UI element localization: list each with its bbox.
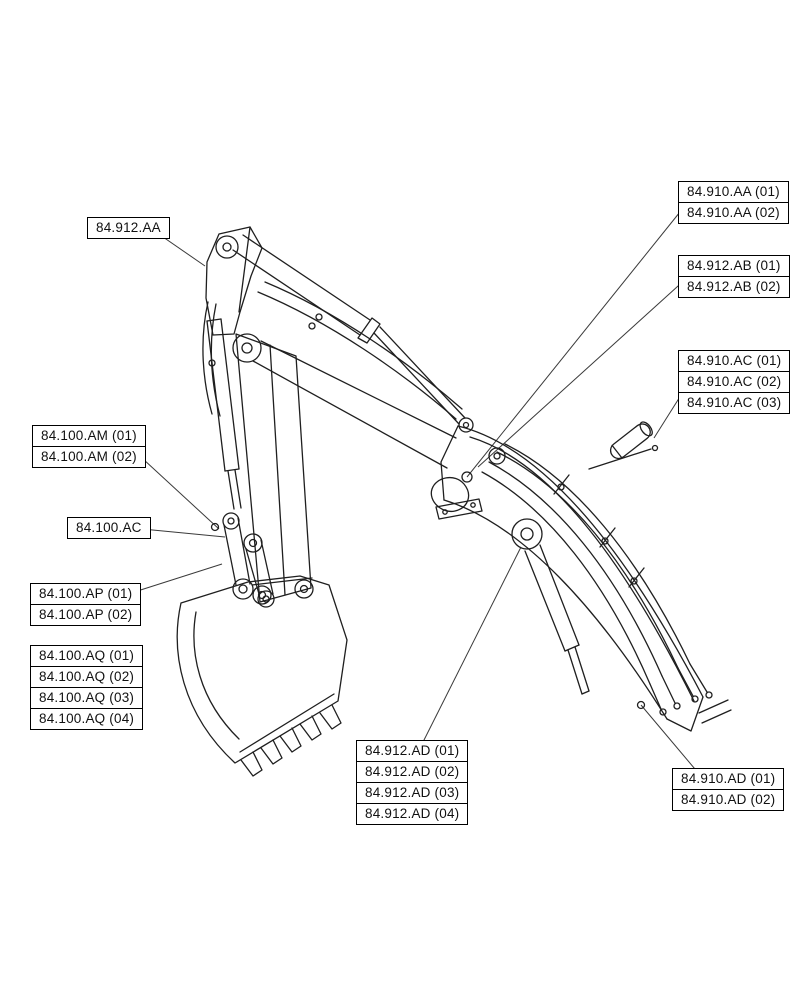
dipper-cylinder <box>232 234 474 433</box>
callout-84-100-AP-01[interactable]: 84.100.AP (01) <box>30 583 142 605</box>
callout-84-912-AB-02[interactable]: 84.912.AB (02) <box>678 276 790 298</box>
callout-84-100-AM-01[interactable]: 84.100.AM (01) <box>32 425 146 447</box>
callout-84-100-AQ-04[interactable]: 84.100.AQ (04) <box>30 708 144 730</box>
callout-group-84-100-AC: 84.100.AC <box>67 517 151 539</box>
leader-84-100-AP <box>127 563 223 595</box>
bucket-linkage <box>210 512 275 608</box>
callout-84-912-AD-03[interactable]: 84.912.AD (03) <box>356 782 469 804</box>
leader-lines <box>127 201 701 776</box>
callout-84-100-AC[interactable]: 84.100.AC <box>67 517 151 539</box>
callout-84-912-AB-01[interactable]: 84.912.AB (01) <box>678 255 790 277</box>
pin <box>588 421 659 470</box>
callout-84-912-AA[interactable]: 84.912.AA <box>87 217 170 239</box>
arm-cylinder <box>511 518 590 695</box>
callout-group-84-912-AB: 84.912.AB (01) 84.912.AB (02) <box>678 255 790 298</box>
callout-84-100-AM-02[interactable]: 84.100.AM (02) <box>32 446 146 468</box>
leader-84-910-AD <box>640 704 701 776</box>
callout-84-910-AA-02[interactable]: 84.910.AA (02) <box>678 202 789 224</box>
callout-group-84-910-AA: 84.910.AA (01) 84.910.AA (02) <box>678 181 789 224</box>
excavator-drawing <box>176 226 732 777</box>
callout-group-84-910-AC: 84.910.AC (01) 84.910.AC (02) 84.910.AC … <box>678 350 791 414</box>
callout-84-912-AD-04[interactable]: 84.912.AD (04) <box>356 803 469 825</box>
callout-84-100-AQ-02[interactable]: 84.100.AQ (02) <box>30 666 144 688</box>
callout-84-912-AD-01[interactable]: 84.912.AD (01) <box>356 740 469 762</box>
boom <box>440 425 704 732</box>
callout-group-84-100-AM: 84.100.AM (01) 84.100.AM (02) <box>32 425 146 468</box>
callout-group-84-912-AD: 84.912.AD (01) 84.912.AD (02) 84.912.AD … <box>356 740 469 825</box>
hose-guard <box>430 476 483 520</box>
callout-group-84-100-AQ: 84.100.AQ (01) 84.100.AQ (02) 84.100.AQ … <box>30 645 144 730</box>
boom-hoses <box>481 443 732 724</box>
dipper-arm <box>205 226 457 603</box>
bucket-tooth <box>240 751 263 777</box>
bucket-cylinder <box>202 301 242 510</box>
bucket <box>176 575 348 777</box>
leader-84-912-AD <box>419 546 522 749</box>
callout-84-100-AP-02[interactable]: 84.100.AP (02) <box>30 604 142 626</box>
callout-84-910-AD-02[interactable]: 84.910.AD (02) <box>672 789 785 811</box>
bucket-tooth <box>319 704 342 730</box>
callout-84-100-AQ-01[interactable]: 84.100.AQ (01) <box>30 645 144 667</box>
callout-84-910-AC-01[interactable]: 84.910.AC (01) <box>678 350 791 372</box>
callout-84-912-AD-02[interactable]: 84.912.AD (02) <box>356 761 469 783</box>
callout-84-910-AC-03[interactable]: 84.910.AC (03) <box>678 392 791 414</box>
callout-group-84-912-AA: 84.912.AA <box>87 217 170 239</box>
callout-group-84-910-AD: 84.910.AD (01) 84.910.AD (02) <box>672 768 785 811</box>
leader-84-912-AB <box>477 276 689 468</box>
bucket-tooth <box>279 727 302 753</box>
callout-84-910-AD-01[interactable]: 84.910.AD (01) <box>672 768 785 790</box>
bucket-tooth <box>299 715 322 741</box>
leader-84-910-AA <box>466 201 689 478</box>
callout-84-100-AQ-03[interactable]: 84.100.AQ (03) <box>30 687 144 709</box>
callout-group-84-100-AP: 84.100.AP (01) 84.100.AP (02) <box>30 583 142 626</box>
callout-84-910-AA-01[interactable]: 84.910.AA (01) <box>678 181 789 203</box>
bucket-tooth <box>260 739 283 765</box>
callout-84-910-AC-02[interactable]: 84.910.AC (02) <box>678 371 791 393</box>
